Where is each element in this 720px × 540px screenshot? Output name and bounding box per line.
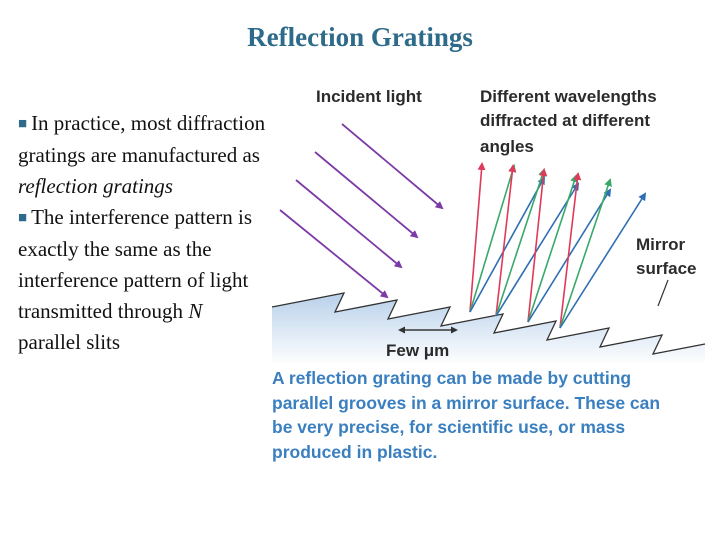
figure-caption: A reflection grating can be made by cutt… xyxy=(272,366,712,464)
mirror-surface xyxy=(272,293,705,365)
bullet-2-text: The interference pattern is exactly the … xyxy=(18,205,253,323)
diffracted-ray-red xyxy=(469,162,486,313)
diffracted-ray-blue xyxy=(559,192,647,329)
bullet-2-emphasis: N xyxy=(188,299,203,323)
scale-label: Few μm xyxy=(386,341,449,360)
bullet-1-emphasis: reflection gratings xyxy=(18,174,173,198)
diffracted-ray-green xyxy=(527,174,578,323)
diffracted-rays xyxy=(469,162,647,329)
incident-rays xyxy=(279,123,444,299)
sawtooth-grooves xyxy=(271,292,706,355)
mirror-surface-label-line-2: surface xyxy=(636,259,696,278)
square-bullet-icon: ■ xyxy=(18,116,28,132)
incident-ray xyxy=(279,209,389,299)
diffracted-ray-green xyxy=(469,164,517,313)
reflection-grating-figure: Incident light Different wavelengths dif… xyxy=(271,87,706,365)
bullet-list: ■In practice, most diffraction gratings … xyxy=(18,108,268,358)
incident-ray xyxy=(341,123,444,210)
mirror-surface-label-line-1: Mirror xyxy=(636,235,686,254)
caption-line-1: A reflection grating can be made by cutt… xyxy=(272,368,632,388)
different-wavelengths-label-line-3: angles xyxy=(480,137,534,156)
diffracted-ray-red xyxy=(495,164,517,317)
bullet-2-text-end: parallel slits xyxy=(18,330,121,354)
mirror-pointer-line xyxy=(657,279,669,307)
diffracted-ray-red xyxy=(559,172,582,329)
diffracted-ray-green xyxy=(495,168,546,317)
bullet-item-2: ■The interference pattern is exactly the… xyxy=(18,202,268,358)
caption-line-2: parallel grooves in a mirror surface. Th… xyxy=(272,392,661,413)
bullet-item-1: ■In practice, most diffraction gratings … xyxy=(18,108,268,202)
incident-ray xyxy=(295,179,403,269)
different-wavelengths-label-line-1: Different wavelengths xyxy=(480,87,657,106)
incident-light-label: Incident light xyxy=(316,87,422,106)
diffracted-ray-blue xyxy=(495,182,580,317)
caption-line-3: be very precise, for scientific use, or … xyxy=(272,417,626,437)
caption-line-4: produced in plastic. xyxy=(272,441,438,462)
slide-title: Reflection Gratings xyxy=(247,22,473,52)
bullet-1-text: In practice, most diffraction gratings a… xyxy=(18,111,266,167)
square-bullet-icon: ■ xyxy=(18,210,28,226)
different-wavelengths-label-line-2: diffracted at different xyxy=(480,111,650,130)
incident-ray xyxy=(314,151,419,239)
diffracted-ray-green xyxy=(559,178,612,329)
diffracted-ray-red xyxy=(527,168,548,323)
diffracted-ray-blue xyxy=(469,176,545,313)
